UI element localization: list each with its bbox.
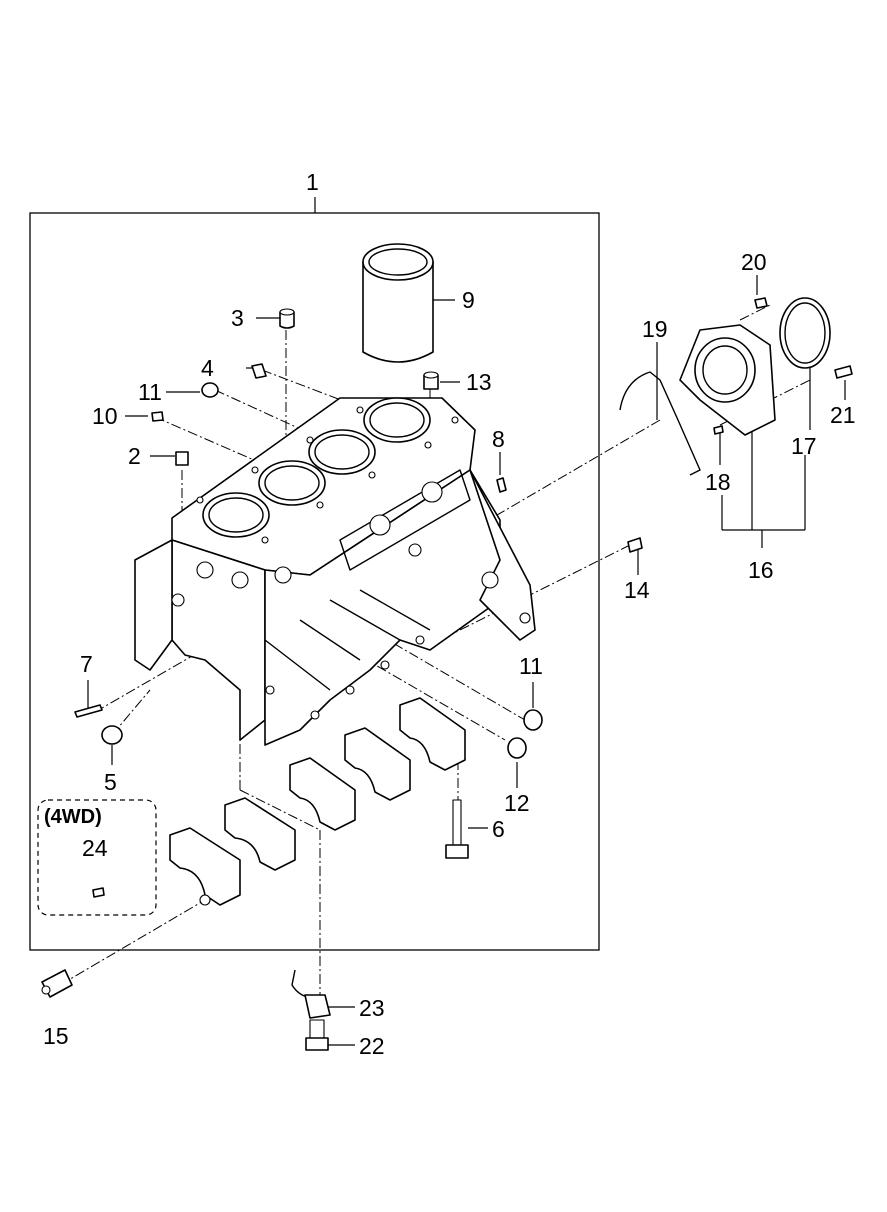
callout-2: 2 bbox=[128, 443, 141, 469]
callout-6: 6 bbox=[492, 816, 505, 842]
callout-24: 24 bbox=[82, 835, 108, 861]
callout-5: 5 bbox=[104, 769, 117, 795]
callout-11-top: 11 bbox=[138, 379, 162, 405]
callout-22: 22 bbox=[359, 1033, 385, 1059]
callout-13: 13 bbox=[466, 369, 492, 395]
variant-box-4wd bbox=[37, 799, 157, 916]
callout-4: 4 bbox=[201, 355, 214, 381]
cylinder-block bbox=[134, 397, 536, 746]
callout-9: 9 bbox=[462, 287, 475, 313]
sensor bbox=[41, 969, 73, 998]
callout-3: 3 bbox=[231, 305, 244, 331]
callout-12: 12 bbox=[504, 790, 530, 816]
variant-box-label: (4WD) bbox=[44, 806, 102, 828]
callout-11-right: 11 bbox=[519, 653, 543, 679]
callout-10: 10 bbox=[92, 403, 118, 429]
callout-16: 16 bbox=[748, 557, 774, 583]
callout-7: 7 bbox=[80, 651, 93, 677]
callout-15: 15 bbox=[43, 1023, 69, 1049]
expansion-plugs bbox=[201, 382, 543, 759]
callout-14: 14 bbox=[624, 577, 650, 603]
stud bbox=[74, 704, 103, 718]
callout-23: 23 bbox=[359, 995, 385, 1021]
bearing-cap-bolt bbox=[445, 799, 469, 859]
rear-seal-assembly bbox=[619, 297, 853, 476]
plug bbox=[101, 725, 123, 745]
callout-21: 21 bbox=[830, 402, 856, 428]
oil-jet-assembly bbox=[291, 969, 331, 1051]
pin-4wd bbox=[92, 887, 105, 898]
small-dowels-and-plugs bbox=[151, 308, 643, 553]
callout-18: 18 bbox=[705, 469, 731, 495]
callout-8: 8 bbox=[492, 426, 505, 452]
main-bearing-caps bbox=[169, 697, 466, 906]
callout-17: 17 bbox=[791, 433, 817, 459]
callout-labels: 1 2 3 4 5 6 7 8 9 10 11 11 12 13 14 15 1… bbox=[43, 169, 856, 1059]
callout-1: 1 bbox=[306, 169, 319, 195]
cylinder-liner bbox=[362, 243, 434, 363]
callout-19: 19 bbox=[642, 316, 668, 342]
callout-20: 20 bbox=[741, 249, 767, 275]
